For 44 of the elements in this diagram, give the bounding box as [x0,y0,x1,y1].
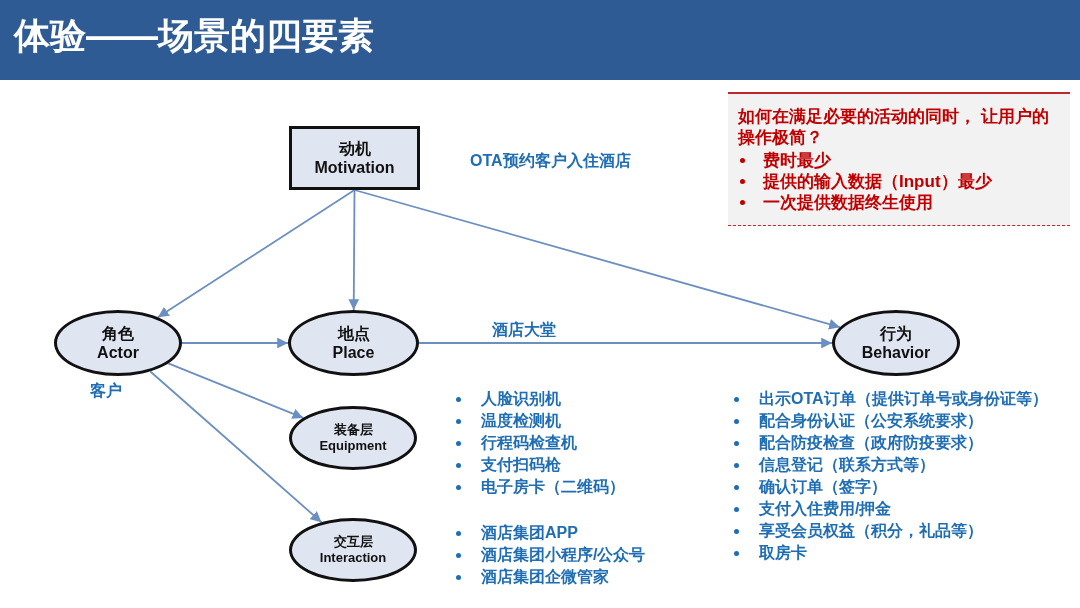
annotation-text: 客户 [90,381,123,401]
node-label: 行为 [880,323,912,343]
list-item-text: 信息登记（联系方式等） [759,455,935,475]
annotation-text: OTA预约客户入住酒店 [470,151,632,171]
arrow [157,189,356,319]
list-item-text: 配合身份认证（公安系统要求） [759,411,983,431]
list-item-text: 行程码检查机 [481,433,577,453]
arrow [167,362,305,419]
edge-label: 酒店大堂 [490,320,558,341]
arrow [418,337,833,349]
node-label: Equipment [319,438,387,454]
node-label: Place [332,343,375,363]
title: 体验——场景的四要素 [14,14,374,58]
arrow [181,337,289,349]
list-item-text: 取房卡 [759,543,807,563]
arrow [348,189,360,311]
question-text: 如何在满足必要的活动的同时， 让用户的操作极简？ [738,106,1050,148]
node-label: 装备层 [333,422,373,438]
list-item-text: 享受会员权益（积分，礼品等） [759,521,983,541]
node-label: 交互层 [333,534,373,550]
bullet-text: 费时最少 [763,150,831,171]
list-item-text: 配合防疫检查（政府防疫要求） [759,433,983,453]
list-item-text: 支付入住费用/押金 [759,499,892,519]
list-item-text: 出示OTA订单（提供订单号或身份证等） [759,389,1048,409]
node-label: Motivation [314,158,395,178]
node-label: 动机 [338,138,371,158]
node-label: Interaction [319,550,387,566]
arrow [149,370,323,524]
list-item-text: 酒店集团APP [481,523,578,543]
note-panel [728,92,1070,226]
node-label: Actor [97,343,139,363]
node-label: 地点 [337,323,370,343]
node-label: Behavior [861,343,931,363]
motivation-box [289,126,420,190]
list-item-text: 酒店集团小程序/公众号 [481,545,646,565]
list-item-text: 温度检测机 [481,411,561,431]
list-item-text: 人脸识别机 [481,389,561,409]
bullet-text: 一次提供数据终生使用 [763,192,933,213]
list-item-text: 酒店集团企微管家 [481,567,609,587]
node-label: 角色 [102,323,134,343]
bullet-text: 提供的输入数据（Input）最少 [763,171,992,192]
list-item-text: 支付扫码枪 [481,455,561,475]
list-item-text: 电子房卡（二维码） [481,477,625,497]
list-item-text: 确认订单（签字） [759,477,887,497]
